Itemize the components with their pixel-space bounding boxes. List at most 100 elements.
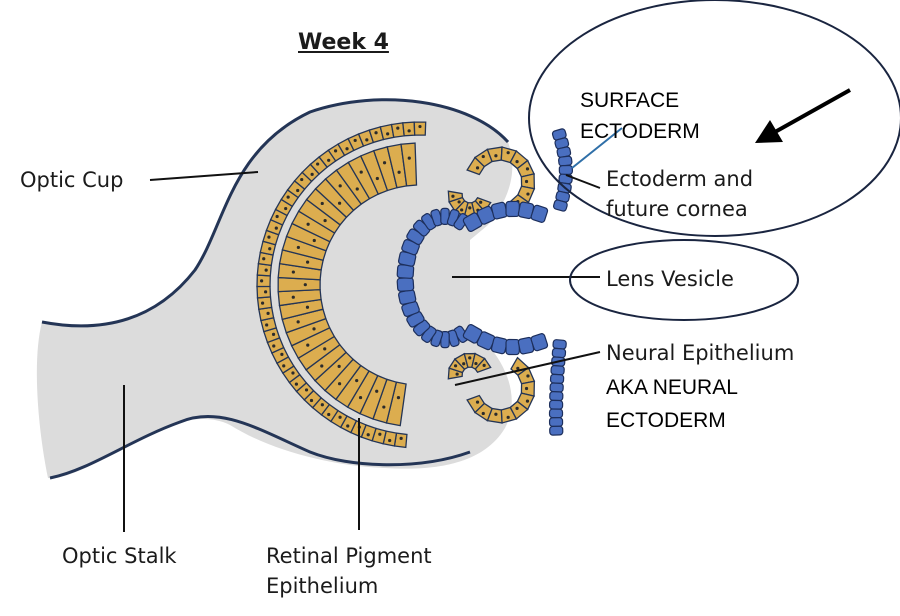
- rpe-nucleus: [260, 301, 265, 305]
- rpe-tip-top-nucleus: [515, 160, 519, 164]
- neural-tip-bottom-nucleus: [474, 361, 478, 366]
- label-ectoderm-line2: future cornea: [606, 197, 748, 221]
- surface-bottom-cell: [548, 408, 564, 419]
- rpe-nucleus: [275, 214, 279, 219]
- neural-tip-bottom-nucleus: [462, 362, 466, 366]
- lens-neck-bottom-cell: [505, 338, 520, 356]
- rpe-nucleus: [286, 195, 290, 199]
- retinal-pigment-epithelium-layer: [256, 121, 536, 449]
- annotation-surface-ectoderm-2: ECTODERM: [580, 120, 700, 143]
- neural-tip-top-nucleus: [457, 200, 461, 204]
- annotation-aka-neural-2: ECTODERM: [606, 409, 726, 432]
- neural-nucleus: [382, 405, 386, 409]
- neural-nucleus: [358, 395, 363, 400]
- rpe-tip-bottom-nucleus: [481, 411, 485, 416]
- lens-neck-bottom-cell: [490, 336, 508, 355]
- label-rpe-line1: Retinal Pigment: [266, 544, 432, 568]
- surface-bottom-cell: [549, 373, 565, 384]
- rpe-tip-bottom-nucleus: [506, 415, 510, 419]
- rpe-nucleus: [345, 147, 349, 151]
- rpe-nucleus: [365, 138, 369, 142]
- rpe-nucleus: [284, 206, 288, 211]
- rpe-cell: [256, 285, 272, 299]
- surface-bottom-cell: [548, 417, 564, 428]
- neural-tip-bottom-nucleus: [453, 364, 458, 368]
- neural-nucleus: [407, 156, 411, 160]
- rpe-nucleus: [272, 344, 276, 348]
- rpe-nucleus: [268, 247, 272, 251]
- surface-ectoderm-highlight-ellipse: [528, 0, 900, 237]
- optic-cup-outline-top: [41, 98, 510, 328]
- neural-nucleus: [320, 201, 324, 206]
- rpe-tip-bottom-nucleus: [525, 399, 530, 403]
- optic-cup-tissue: [36, 99, 513, 479]
- rpe-nucleus: [353, 138, 357, 143]
- label-lens-vesicle: Lens Vesicle: [606, 267, 734, 291]
- rpe-nucleus: [265, 323, 269, 327]
- rpe-tip-top-nucleus: [526, 192, 530, 196]
- neural-nucleus: [323, 218, 327, 223]
- surface-bottom-cell: [549, 391, 564, 402]
- rpe-tip-bottom-nucleus: [526, 374, 530, 378]
- rpe-cell: [256, 296, 273, 311]
- lens-neck-top-cell: [530, 204, 549, 223]
- label-ectoderm-line1: Ectoderm and: [606, 167, 754, 191]
- rpe-nucleus: [374, 131, 378, 135]
- lens-neck-bottom-cell: [530, 333, 549, 352]
- rpe-nucleus: [407, 129, 411, 133]
- surface-bottom-cell: [550, 365, 565, 376]
- label-optic-cup: Optic Cup: [20, 168, 124, 192]
- rpe-nucleus: [388, 438, 392, 443]
- label-optic-stalk: Optic Stalk: [62, 544, 177, 568]
- rpe-tip-top-nucleus: [506, 151, 510, 155]
- rpe-nucleus: [378, 432, 382, 436]
- rpe-nucleus: [366, 433, 370, 437]
- rpe-nucleus: [386, 132, 390, 136]
- rpe-cell: [413, 121, 427, 136]
- rpe-nucleus: [396, 126, 400, 130]
- rpe-tip-bottom-nucleus: [475, 400, 480, 404]
- rpe-nucleus: [282, 364, 286, 368]
- rpe-nucleus: [296, 188, 300, 193]
- neural-nucleus: [306, 343, 310, 347]
- rpe-cell: [390, 122, 405, 139]
- neural-nucleus: [305, 305, 310, 309]
- rpe-tip-bottom-nucleus: [516, 366, 520, 370]
- surface-top-cell: [558, 164, 573, 176]
- rpe-nucleus: [267, 235, 271, 239]
- optic-cup-leader: [149, 171, 259, 181]
- rpe-tip-top-nucleus: [494, 154, 498, 158]
- rpe-nucleus: [264, 290, 268, 294]
- rpe-tip-bottom-nucleus: [494, 412, 498, 416]
- surface-ectoderm-pointer: [571, 127, 623, 169]
- rpe-tip-top-nucleus: [475, 166, 480, 170]
- rpe-nucleus: [346, 424, 350, 428]
- rpe-tip-bottom-nucleus: [515, 406, 519, 410]
- rpe-nucleus: [266, 311, 270, 315]
- rpe-nucleus: [399, 436, 403, 440]
- rpe-nucleus: [333, 149, 338, 153]
- surface-bottom-cell: [549, 382, 564, 393]
- rpe-nucleus: [264, 268, 268, 272]
- neural-nucleus: [396, 396, 401, 400]
- neural-tip-bottom-nucleus: [468, 356, 472, 360]
- rpe-nucleus: [262, 257, 266, 261]
- annotation-arrow-shaft: [774, 88, 851, 134]
- rpe-tip-bottom-nucleus: [524, 386, 529, 391]
- neural-nucleus: [323, 347, 327, 351]
- neural-tip-top-nucleus: [460, 208, 464, 212]
- lens-vesicle-highlight-ellipse: [569, 239, 799, 321]
- neural-nucleus: [382, 161, 387, 165]
- rpe-nucleus: [291, 371, 295, 375]
- surface-bottom-cell: [552, 339, 567, 350]
- neural-nucleus: [337, 364, 341, 368]
- neural-nucleus: [375, 176, 379, 181]
- neural-nucleus: [312, 327, 316, 331]
- rpe-nucleus: [316, 162, 320, 166]
- label-neural-epithelium: Neural Epithelium: [606, 341, 795, 365]
- neural-tip-bottom-nucleus: [455, 372, 459, 376]
- neural-nucleus: [320, 364, 324, 368]
- label-rpe-line2: Epithelium: [266, 574, 379, 598]
- rpe-nucleus: [260, 279, 264, 283]
